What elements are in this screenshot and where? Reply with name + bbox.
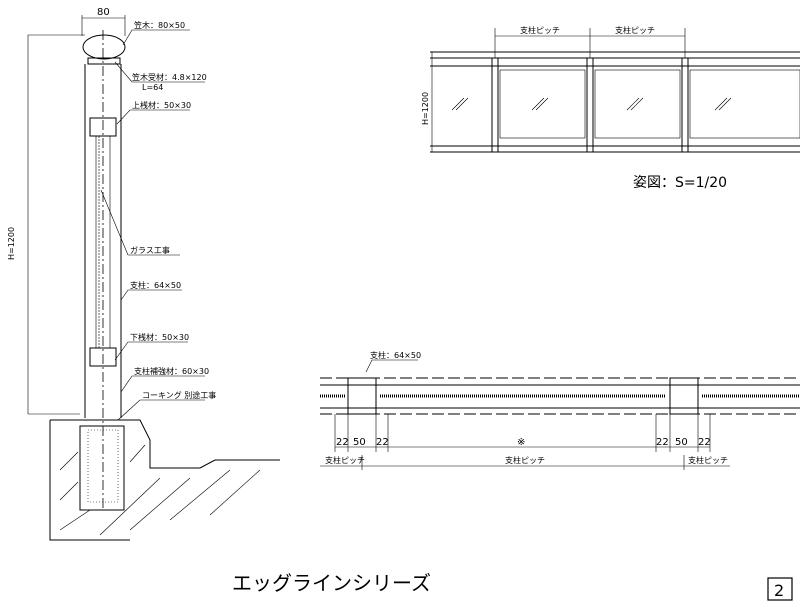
plan-dim-4: ※ bbox=[517, 437, 525, 448]
label-glass: ガラス工事 bbox=[130, 245, 170, 255]
label-upper-rail: 上桟材：50×30 bbox=[132, 100, 191, 110]
plan-dim-1: 22 bbox=[336, 437, 349, 448]
elevation-pitch-1: 支柱ピッチ bbox=[520, 25, 560, 35]
page-number: 2 bbox=[774, 581, 784, 600]
drawing-title: エッグラインシリーズ bbox=[232, 571, 431, 595]
elevation-view: 支柱ピッチ 支柱ピッチ H=1200 姿図：S=1/20 bbox=[421, 25, 800, 191]
page-number-box bbox=[767, 577, 793, 601]
plan-dim-3: 22 bbox=[376, 437, 389, 448]
label-lower-rail: 下桟材：50×30 bbox=[130, 332, 189, 342]
plan-pitch-3: 支柱ピッチ bbox=[688, 455, 728, 465]
plan-pitch-2: 支柱ピッチ bbox=[505, 455, 545, 465]
label-handrail: 笠木：80×50 bbox=[134, 20, 185, 30]
label-caulking: コーキング 別途工事 bbox=[142, 390, 216, 400]
label-post-reinforcement: 支柱補強材：60×30 bbox=[134, 366, 209, 376]
plan-dim-7: 22 bbox=[698, 437, 711, 448]
plan-view: 支柱：64×50 22 50 22 ※ 22 50 22 支柱ピッチ 支柱ピッチ… bbox=[320, 350, 800, 470]
elevation-caption: 姿図：S=1/20 bbox=[633, 175, 727, 191]
label-post: 支柱：64×50 bbox=[130, 280, 181, 290]
label-handrail-support: 笠木受材：4.8×120 bbox=[132, 72, 207, 82]
section-view: 80 H=1200 bbox=[7, 7, 280, 541]
plan-pitch-1: 支柱ピッチ bbox=[325, 455, 365, 465]
elevation-height-dim: H=1200 bbox=[421, 92, 430, 125]
height-dim: H=1200 bbox=[7, 227, 16, 260]
plan-dim-5: 22 bbox=[656, 437, 669, 448]
elevation-pitch-2: 支柱ピッチ bbox=[615, 25, 655, 35]
label-handrail-support-length: L=64 bbox=[142, 83, 163, 92]
width-dim: 80 bbox=[97, 7, 110, 18]
plan-dim-6: 50 bbox=[675, 437, 688, 448]
plan-post-label: 支柱：64×50 bbox=[370, 350, 421, 360]
plan-dim-2: 50 bbox=[353, 437, 366, 448]
